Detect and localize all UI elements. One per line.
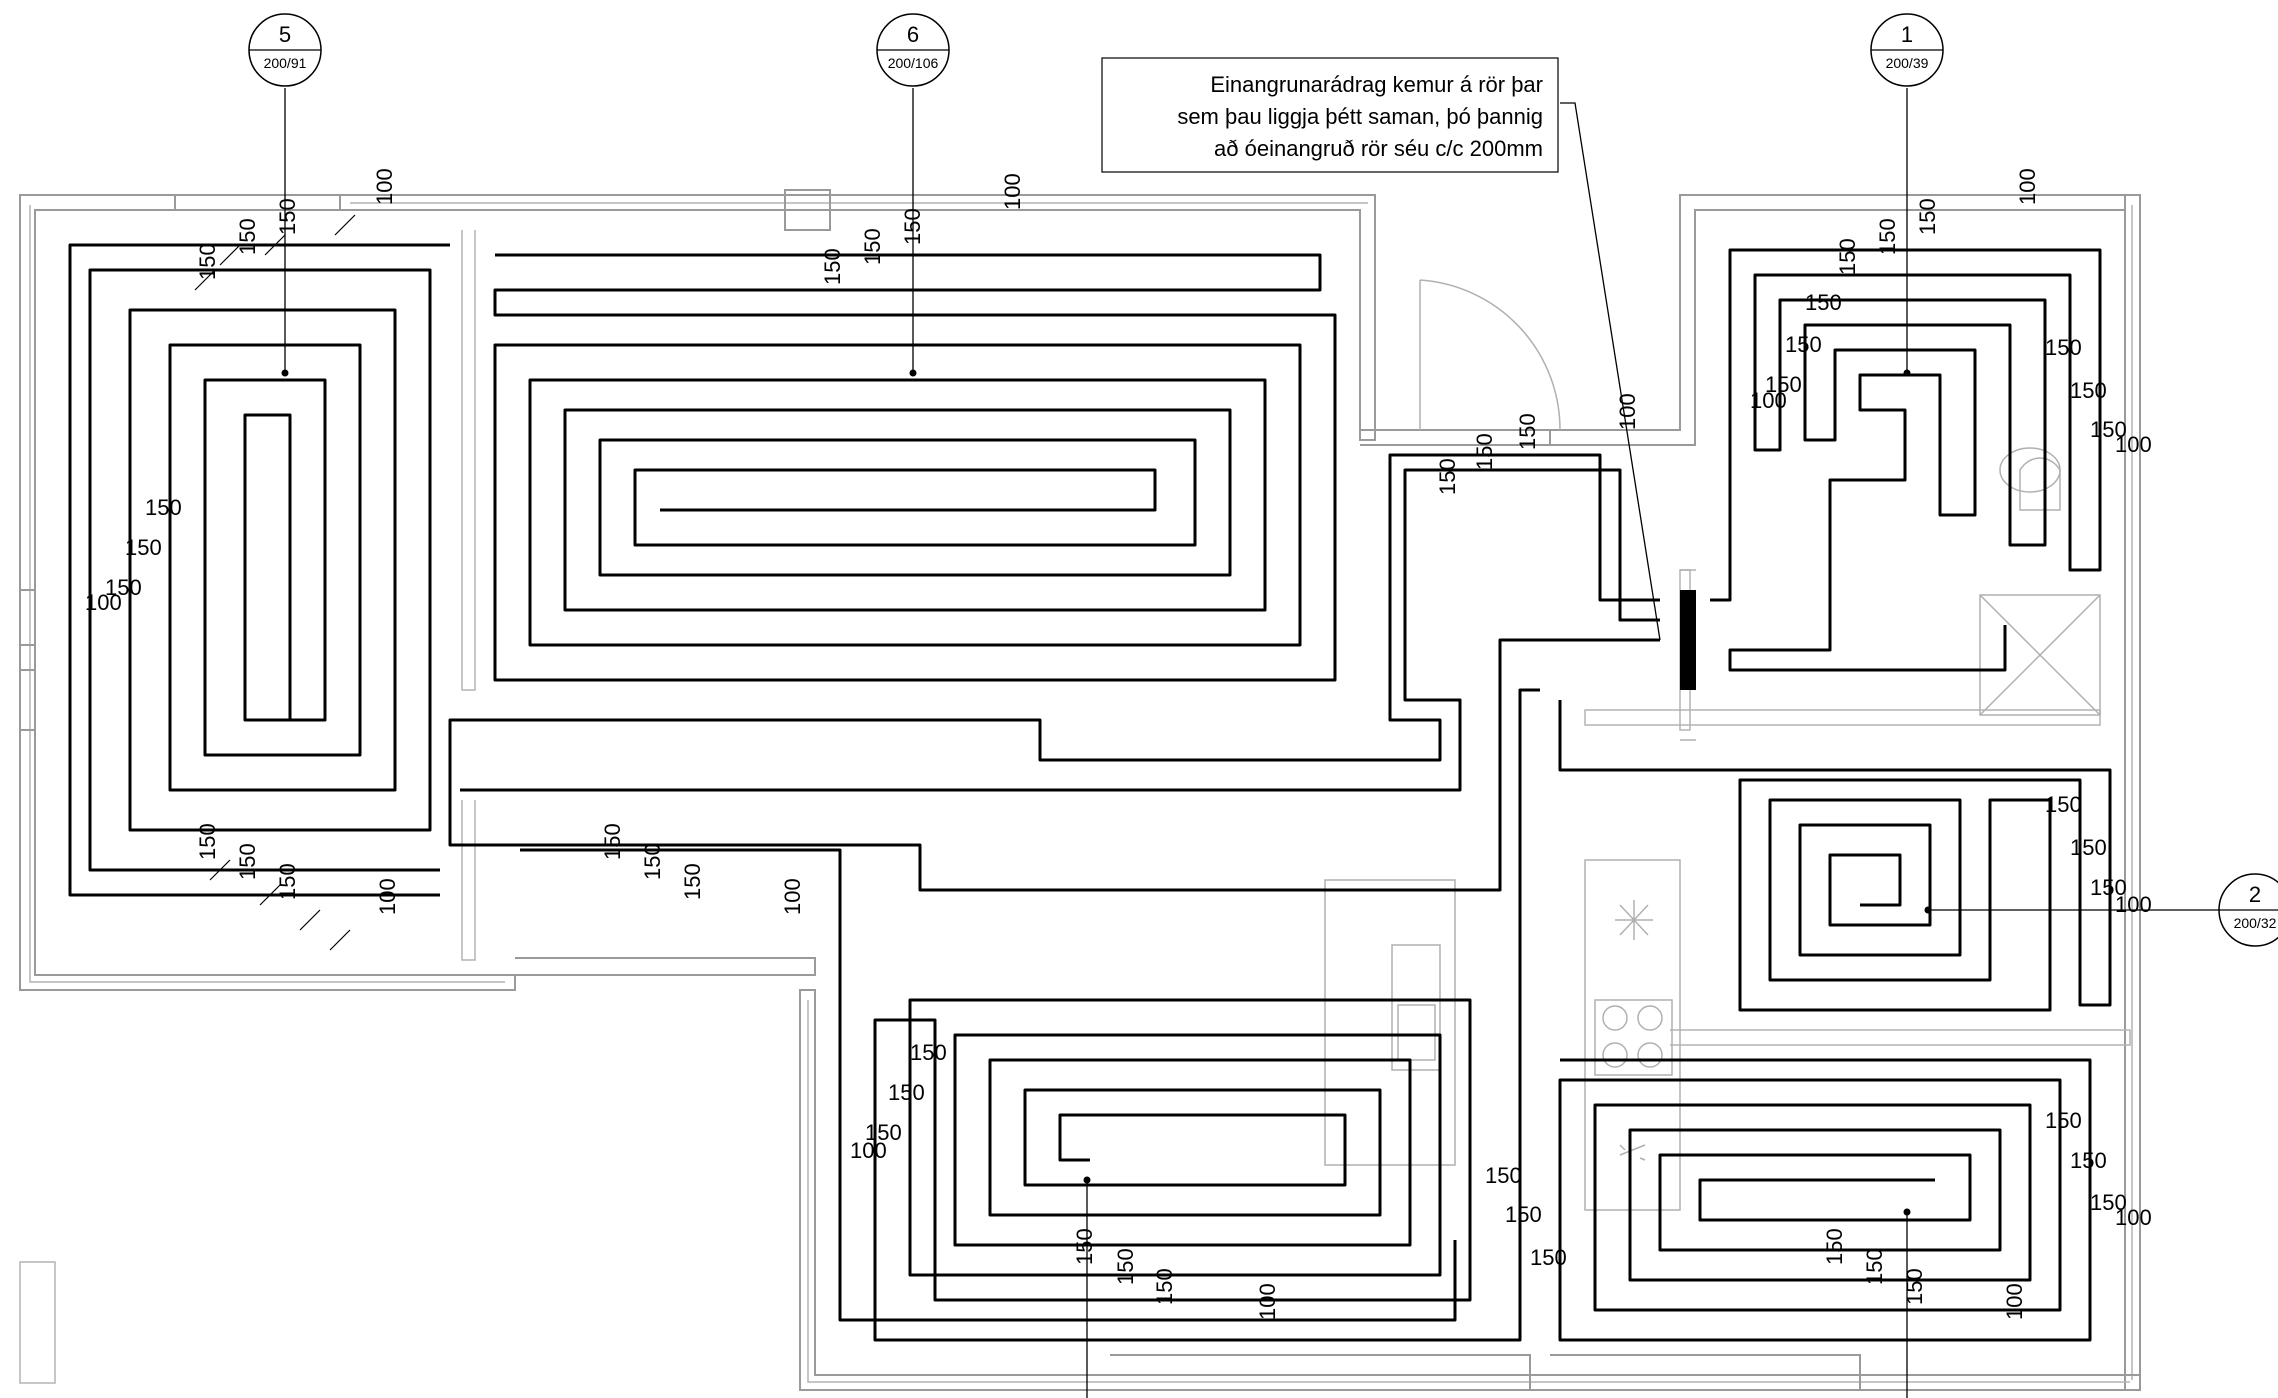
dim-label: 150 bbox=[235, 843, 260, 880]
dim-label: 150 bbox=[235, 218, 260, 255]
dim-label: 150 bbox=[125, 535, 162, 560]
walls bbox=[19, 189, 2141, 1391]
dim-label: 150 bbox=[1862, 1248, 1887, 1285]
dim-label: 100 bbox=[850, 1138, 887, 1163]
circuit-number: 1 bbox=[1901, 22, 1913, 47]
circuit-number: 5 bbox=[279, 22, 291, 47]
dim-label: 100 bbox=[1615, 393, 1640, 430]
dim-label: 150 bbox=[1152, 1268, 1177, 1305]
circuit-bubble-6: 6 200/106 bbox=[876, 13, 950, 87]
dim-label: 150 bbox=[275, 198, 300, 235]
dim-label: 150 bbox=[145, 495, 182, 520]
dim-label: 150 bbox=[2070, 835, 2107, 860]
pipe-loops bbox=[68, 243, 2112, 1342]
dim-label: 150 bbox=[860, 228, 885, 265]
dim-label: 150 bbox=[105, 575, 142, 600]
dim-label: 150 bbox=[1435, 458, 1460, 495]
pipe-loop-room-3 bbox=[1558, 1058, 2092, 1342]
dim-label: 150 bbox=[865, 1120, 902, 1145]
dim-label: 150 bbox=[1822, 1228, 1847, 1265]
circuit-bubble-2: 2 200/32 bbox=[2218, 873, 2278, 947]
dim-label: 150 bbox=[1072, 1228, 1097, 1265]
circuit-bubble-1: 1 200/39 bbox=[1870, 13, 1944, 87]
dim-label: 150 bbox=[195, 243, 220, 280]
pipe-loop-feed bbox=[448, 453, 1660, 892]
dim-label: 100 bbox=[1000, 173, 1025, 210]
pipe-loop-room-4 bbox=[873, 688, 1540, 1342]
manifold bbox=[1680, 569, 1696, 741]
pipe-loop-room-5-ret bbox=[68, 243, 450, 897]
dim-label: 150 bbox=[1530, 1245, 1567, 1270]
pipe-loop-room-1 bbox=[1710, 248, 2102, 672]
dim-label: 150 bbox=[600, 823, 625, 860]
circuit-number: 2 bbox=[2249, 882, 2261, 907]
dim-label: 150 bbox=[275, 863, 300, 900]
dim-label: 150 bbox=[820, 248, 845, 285]
dim-label: 100 bbox=[85, 590, 122, 615]
dim-label: 150 bbox=[640, 843, 665, 880]
dim-label: 150 bbox=[2070, 1148, 2107, 1173]
dim-label: 100 bbox=[2115, 1205, 2152, 1230]
dim-label: 150 bbox=[2070, 378, 2107, 403]
dim-label: 150 bbox=[1472, 433, 1497, 470]
dim-label: 150 bbox=[2090, 1190, 2127, 1215]
dim-label: 150 bbox=[2090, 875, 2127, 900]
dim-label: 150 bbox=[1902, 1268, 1927, 1305]
circuit-ref: 200/91 bbox=[264, 55, 307, 71]
dim-label: 150 bbox=[2045, 792, 2082, 817]
spacing-dimensions: 100 150 150 150 150 150 150 100 150 150 … bbox=[85, 168, 2152, 1320]
dim-label: 150 bbox=[1875, 218, 1900, 255]
dim-label: 100 bbox=[2015, 168, 2040, 205]
pipe-loop-room-4b bbox=[520, 848, 1457, 1322]
pipe-loop-feed2 bbox=[460, 468, 1660, 792]
dim-label: 100 bbox=[1750, 388, 1787, 413]
dim-label: 100 bbox=[2002, 1283, 2027, 1320]
dim-label: 100 bbox=[780, 878, 805, 915]
dim-label: 150 bbox=[1765, 372, 1802, 397]
dim-label: 100 bbox=[372, 168, 397, 205]
circuit-ref: 200/39 bbox=[1886, 55, 1929, 71]
dim-label: 150 bbox=[2090, 417, 2127, 442]
dim-label: 150 bbox=[1785, 332, 1822, 357]
circuit-ref: 200/106 bbox=[888, 55, 939, 71]
dim-label: 150 bbox=[910, 1040, 947, 1065]
circuit-ref: 200/32 bbox=[2234, 915, 2277, 931]
dim-label: 150 bbox=[1835, 238, 1860, 275]
dim-label: 150 bbox=[1915, 198, 1940, 235]
note-line-2: sem þau liggja þétt saman, þó þannig bbox=[1177, 104, 1543, 129]
dim-label: 150 bbox=[2045, 335, 2082, 360]
dim-label: 150 bbox=[1505, 1202, 1542, 1227]
dim-label: 150 bbox=[680, 863, 705, 900]
pipe-loop-room-6 bbox=[493, 253, 1337, 682]
pipe-loop-room-5 bbox=[88, 268, 440, 872]
note-line-3: að óeinangruð rör séu c/c 200mm bbox=[1214, 136, 1543, 161]
dim-label: 150 bbox=[195, 823, 220, 860]
dim-label: 150 bbox=[1113, 1248, 1138, 1285]
circuit-number: 6 bbox=[907, 22, 919, 47]
dim-label: 100 bbox=[2115, 432, 2152, 457]
note-line-1: Einangrunarádrag kemur á rör þar bbox=[1210, 72, 1543, 97]
dim-label: 150 bbox=[1515, 413, 1540, 450]
dim-label: 150 bbox=[2045, 1108, 2082, 1133]
dim-label: 100 bbox=[375, 878, 400, 915]
dim-label: 100 bbox=[2115, 892, 2152, 917]
dim-label: 150 bbox=[888, 1080, 925, 1105]
dim-label: 150 bbox=[1485, 1163, 1522, 1188]
circuit-leaders bbox=[281, 88, 2220, 1398]
circuit-bubble-5: 5 200/91 bbox=[248, 13, 322, 87]
insulation-note: Einangrunarádrag kemur á rör þar sem þau… bbox=[1101, 57, 1559, 173]
dim-label: 100 bbox=[1255, 1283, 1280, 1320]
dim-label: 150 bbox=[1805, 290, 1842, 315]
pipe-loop-room-2 bbox=[1558, 700, 2112, 1012]
